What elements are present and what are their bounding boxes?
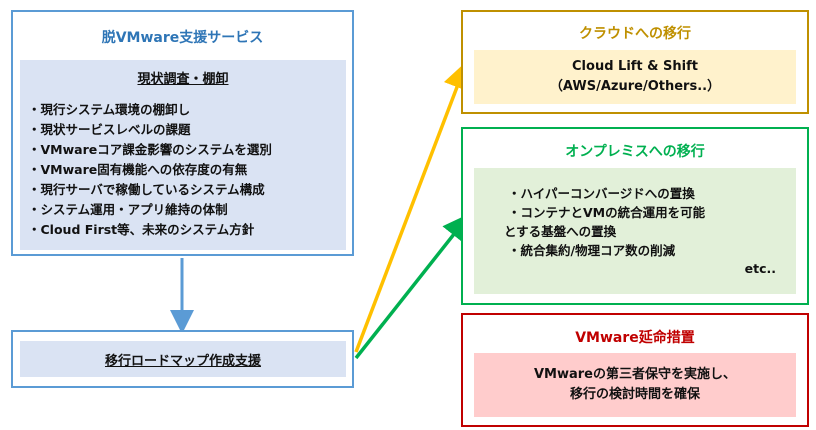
roadmap-box: 移行ロードマップ作成支援 xyxy=(11,330,354,388)
extension-title: VMware延命措置 xyxy=(575,330,695,346)
survey-item: ・Cloud First等、未来のシステム方針 xyxy=(28,222,255,237)
roadmap-panel: 移行ロードマップ作成支援 xyxy=(20,341,346,377)
survey-panel: 現状調査・棚卸 ・現行システム環境の棚卸し ・現状サービスレベルの課題 ・VMw… xyxy=(20,60,346,250)
survey-list: ・現行システム環境の棚卸し ・現状サービスレベルの課題 ・VMwareコア課金影… xyxy=(28,100,272,240)
onprem-line: とする基盤への置換 xyxy=(504,224,617,239)
survey-item: ・VMware固有機能への依存度の有無 xyxy=(28,162,248,177)
vmware-extension-box: VMware延命措置 VMwareの第三者保守を実施し、 移行の検討時間を確保 xyxy=(461,313,809,427)
onprem-panel: ・ハイパーコンバージドへの置換 ・コンテナとVMの統合運用を可能 とする基盤への… xyxy=(474,168,796,294)
cloud-panel: Cloud Lift & Shift （AWS/Azure/Others..） xyxy=(474,50,796,104)
survey-item: ・現行システム環境の棚卸し xyxy=(28,102,191,117)
cloud-title: クラウドへの移行 xyxy=(579,26,691,42)
survey-item: ・現状サービスレベルの課題 xyxy=(28,122,191,137)
extension-line: 移行の検討時間を確保 xyxy=(569,387,700,402)
extension-panel: VMwareの第三者保守を実施し、 移行の検討時間を確保 xyxy=(474,353,796,417)
survey-item: ・VMwareコア課金影響のシステムを選別 xyxy=(28,142,272,157)
roadmap-label: 移行ロードマップ作成支援 xyxy=(104,353,261,369)
cloud-migration-box: クラウドへの移行 Cloud Lift & Shift （AWS/Azure/O… xyxy=(461,10,809,114)
survey-item: ・現行サーバで稼働しているシステム構成 xyxy=(28,182,265,197)
onprem-title: オンプレミスへの移行 xyxy=(565,144,705,160)
extension-line: VMwareの第三者保守を実施し、 xyxy=(533,367,736,382)
onprem-line: ・ハイパーコンバージドへの置換 xyxy=(508,186,695,201)
onprem-line: ・統合集約/物理コア数の削減 xyxy=(508,243,676,258)
survey-item: ・システム運用・アプリ維持の体制 xyxy=(28,202,228,217)
onprem-migration-box: オンプレミスへの移行 ・ハイパーコンバージドへの置換 ・コンテナとVMの統合運用… xyxy=(461,127,809,305)
onprem-etc: etc.. xyxy=(744,261,776,276)
main-service-box: 脱VMware支援サービス 現状調査・棚卸 ・現行システム環境の棚卸し ・現状サ… xyxy=(11,10,354,256)
cloud-line: Cloud Lift & Shift xyxy=(572,59,698,74)
arrow-roadmap-to-onprem xyxy=(354,213,471,360)
cloud-line: （AWS/Azure/Others..） xyxy=(549,79,721,94)
onprem-line: ・コンテナとVMの統合運用を可能 xyxy=(508,205,706,220)
survey-subtitle: 現状調査・棚卸 xyxy=(137,72,229,87)
arrow-roadmap-to-cloud xyxy=(354,60,471,353)
main-title: 脱VMware支援サービス xyxy=(101,30,264,46)
